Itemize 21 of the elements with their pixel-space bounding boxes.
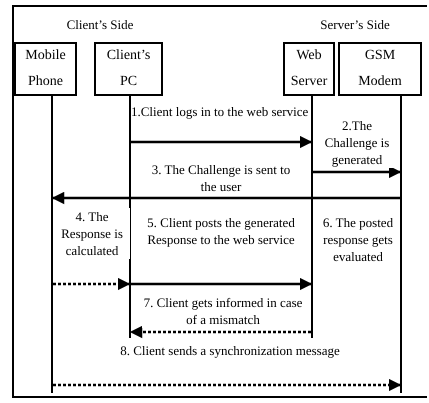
side-heading: Client’s Side (66, 16, 134, 33)
message-arrow (52, 192, 400, 204)
lifeline (51, 96, 53, 393)
message-arrow (131, 136, 312, 148)
side-heading: Server’s Side (319, 16, 391, 33)
participant-box (94, 42, 163, 96)
participant-box (283, 42, 335, 96)
lifeline (400, 96, 402, 393)
message-arrow (53, 278, 130, 290)
participant-name: GSM Modem (357, 47, 403, 91)
participant-name: Web Server (290, 47, 328, 91)
participant-box (14, 42, 77, 96)
participant-name: Mobile Phone (24, 47, 67, 91)
message-arrow (313, 166, 402, 178)
message-arrow (130, 326, 311, 338)
lifeline (311, 96, 313, 338)
participant-box (338, 42, 422, 96)
message-arrow (131, 278, 312, 290)
step-note: 6. The posted response gets evaluated (322, 214, 394, 265)
message-arrow (53, 378, 402, 392)
participant-name: Client’s PC (106, 47, 152, 91)
